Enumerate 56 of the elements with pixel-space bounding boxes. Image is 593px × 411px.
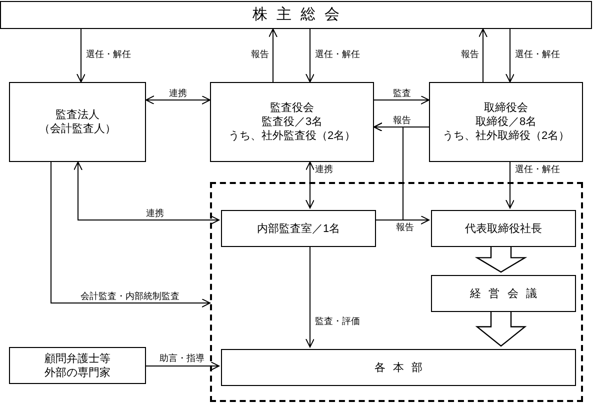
edge-label: 会計監査・内部統制監査 [80,291,180,302]
box-text: 代表取締役社長 [465,222,542,236]
edge-label: 監査・評価 [314,316,361,327]
edge-label: 選任・解任 [514,49,561,60]
edge-label: 報告 [395,222,415,233]
edge-label: 選任・解任 [514,164,561,175]
arrow [506,162,514,208]
process-box [9,347,146,384]
process-box [221,349,576,386]
arrow [146,96,210,104]
box-text: 内部監査室／1名 [256,222,340,236]
arrow [506,28,514,82]
arrow [478,28,488,82]
box-text: 外部の専門家 [44,366,110,380]
process-box [221,210,376,247]
box-text: 顧問弁護士等 [44,352,110,366]
arrow [306,244,314,348]
box-text: 各本部 [374,360,430,374]
process-box [9,82,146,162]
dashed-frame [210,182,583,402]
arrow [74,162,220,224]
arrow [146,362,220,370]
edge-label: 連携 [145,208,165,219]
process-box [431,275,576,312]
box-text: うち、社外監査役（2名） [228,129,356,143]
box-text: 経営会議 [470,286,545,300]
edge-label: 連携 [168,88,188,99]
arrow [306,162,314,208]
meeting-box [0,1,592,29]
edge-label: 報告 [250,49,270,60]
box-text: 株主総会 [252,8,348,22]
arrow [50,162,210,308]
edge-label: 選任・解任 [314,49,361,60]
process-box [429,82,583,162]
edge-label: 報告 [460,49,480,60]
edge-label: 監査 [392,88,412,99]
block-arrow [474,245,528,273]
process-box [431,210,576,247]
arrow [306,28,314,82]
arrow [374,96,430,104]
box-text: 取締役会 [484,101,528,115]
box-text: 監査役会 [270,101,314,115]
box-text: 監査役／3名 [261,115,323,129]
edge-label: 連携 [314,164,334,175]
edge-label: 選任・解任 [85,49,132,60]
arrow [268,28,278,82]
edge-label: 報告 [392,115,412,126]
box-text: （会計監査人） [39,122,116,136]
process-box [210,82,374,162]
edge-label: 助言・指導 [158,353,206,364]
arrow [374,122,404,220]
block-arrow [475,310,527,347]
box-text: うち、社外取締役（2名） [442,129,570,143]
box-text: 監査法人 [56,108,100,122]
box-text: 取締役／8名 [475,115,537,129]
arrow [76,28,86,82]
